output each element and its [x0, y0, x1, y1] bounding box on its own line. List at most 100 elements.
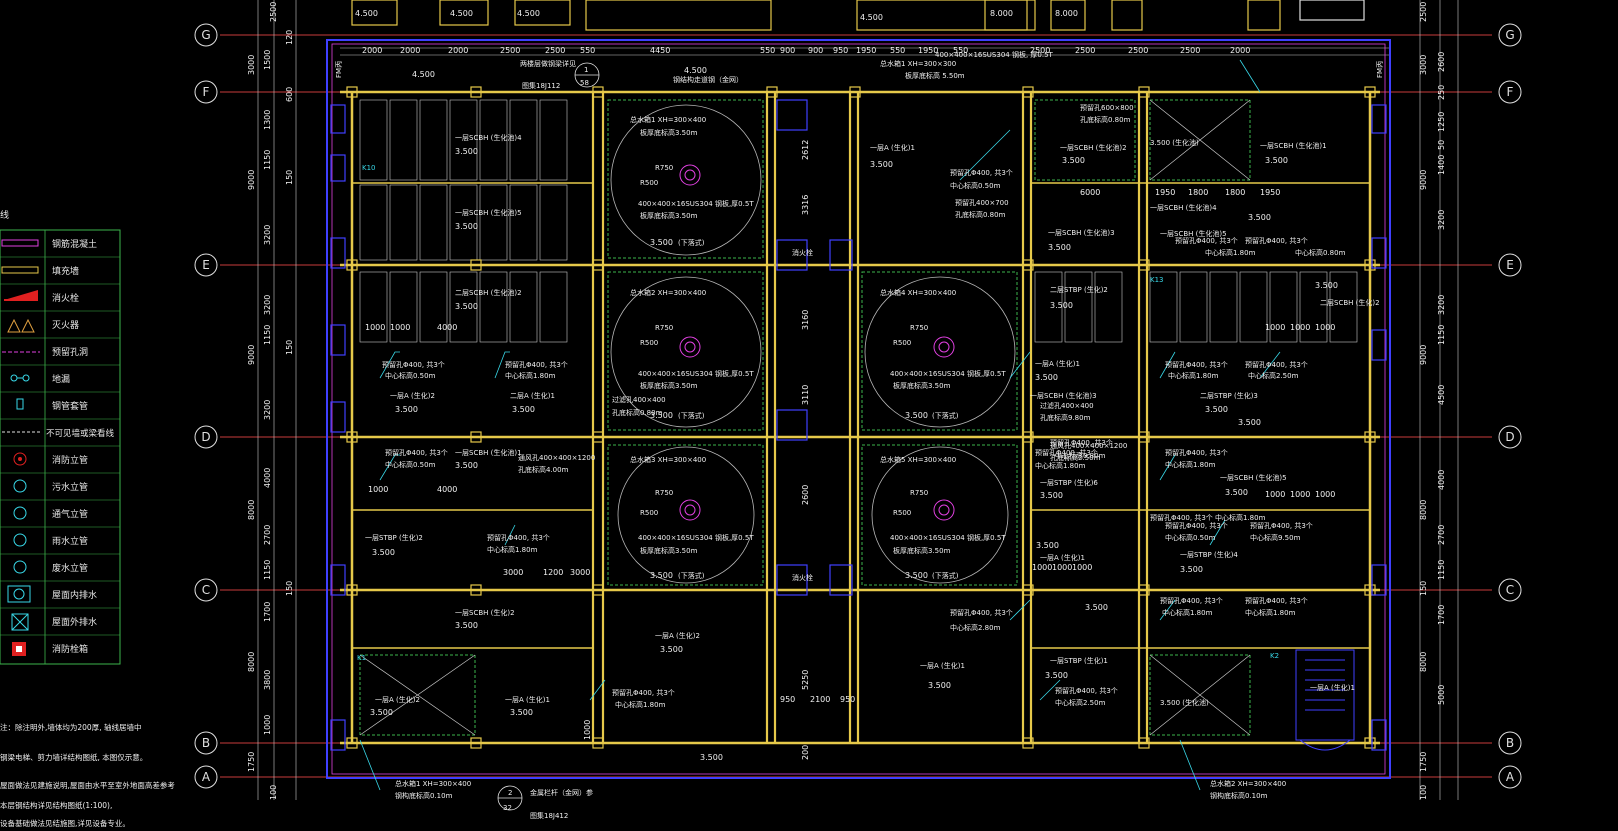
tag-fire-door: FM丙: [335, 61, 343, 78]
axis-label-f-right: F: [1507, 85, 1514, 99]
room-level: 3.500: [1248, 213, 1271, 222]
legend-item-label: 灭火器: [52, 320, 79, 331]
left-dim-8: 3200: [263, 225, 272, 245]
railing-ref-number: 2: [508, 789, 512, 797]
room-level: 3.500: [455, 461, 478, 470]
room-level: 3.500: [510, 708, 533, 717]
left-dim-13: 3200: [263, 400, 272, 420]
opening-callout: 预留孔Φ400, 共3个: [385, 448, 448, 457]
tank-name: (下落式): [678, 411, 705, 420]
left-dim-5: 1150: [263, 150, 272, 170]
right-dim-21: 1750: [1419, 752, 1428, 772]
room-level: 3.500: [512, 405, 535, 414]
room-name: 二层A (生化)1: [510, 391, 555, 400]
legend-item-label: 消防立管: [52, 454, 88, 466]
level-tag: 4.500: [684, 66, 707, 75]
left-dim-4: 1300: [263, 110, 272, 130]
opening-callout: 预留孔Φ400, 共3个: [612, 688, 675, 697]
tank-name: (下落式): [932, 411, 959, 420]
tank-name: (下落式): [678, 571, 705, 580]
tank-radius: R500: [640, 339, 658, 347]
tank-center-marks: [679, 164, 955, 521]
inner-dim: 1000: [365, 323, 385, 332]
room-level: 3.500: [660, 645, 683, 654]
fire-hydrant-icon: [4, 290, 38, 301]
inner-dim: 950: [780, 695, 795, 704]
stair-symbol: [1295, 649, 1355, 751]
room-name: 一层SCBH (生化池)5: [455, 208, 522, 217]
tank-spec: 400×400×16SUS304 钢板,厚0.5T: [638, 533, 754, 542]
opening-callout-elev: 中心标高1.80m: [1165, 460, 1216, 469]
inner-dim: 1000: [1315, 490, 1335, 499]
top-dim: 950: [833, 46, 848, 55]
opening-callout-elev: 中心标高2.50m: [1055, 698, 1106, 707]
room-level: 3.500: [1062, 156, 1085, 165]
inner-dim: 5250: [801, 670, 810, 690]
top-dim: 4450: [650, 46, 670, 55]
room-name: 一层A (生化)1: [1040, 553, 1085, 562]
inner-dim: 3000: [503, 568, 523, 577]
room-level: 3.500: [870, 160, 893, 169]
opening-callout: 预留孔Φ400, 共3个: [382, 360, 445, 369]
opening-callout: 预留孔Φ400, 共3个: [1160, 596, 1223, 605]
top-dim: 2000: [448, 46, 468, 55]
inner-dim: 1000: [583, 720, 592, 740]
inner-dim: 1000: [1290, 490, 1310, 499]
hole-callout-elev: 孔底标高2.50m: [1050, 453, 1101, 462]
opening-callout-elev: 中心标高1.80m: [1162, 608, 1213, 617]
detail-ref-note: 两楼层做钢梁详见: [520, 59, 576, 68]
room-level: 3.500: [1048, 243, 1071, 252]
opening-callout-elev: 中心标高0.50m: [1165, 533, 1216, 542]
opening-callout: 预留孔Φ400, 共3个: [1250, 521, 1313, 530]
room-level: 3.500: [928, 681, 951, 690]
inner-dim: 1000: [1265, 490, 1285, 499]
hole-callout: 过滤孔400×400: [612, 395, 666, 404]
note-line: 注：除注明外,墙体均为200厚, 轴线居墙中: [0, 722, 141, 732]
opening-callout: 预留孔Φ400, 共3个: [1165, 521, 1228, 530]
room-level: 3.500: [1205, 405, 1228, 414]
room-name: 二层SCBH (生化池)2: [455, 288, 522, 297]
opening-callout-elev: 中心标高0.80m: [1055, 451, 1106, 460]
left-dim-12: 9000: [247, 345, 256, 365]
tank-elev: 板厚底标高3.50m: [640, 381, 698, 390]
inner-dim: 1950: [1260, 188, 1280, 197]
left-dim-11: 1150: [263, 325, 272, 345]
inner-dim: 3000: [570, 568, 590, 577]
opening-callout: 预留孔Φ400, 共3个: [1150, 513, 1213, 522]
inner-dim: 1000: [368, 485, 388, 494]
room-level: 3.500: [455, 222, 478, 231]
internal-beams: [352, 182, 1370, 649]
right-dim-11: 9000: [1419, 345, 1428, 365]
steel-sleeve-icon: [16, 398, 24, 410]
left-dim-19: 1700: [263, 602, 272, 622]
hole-callout: 预留孔400×700: [955, 198, 1009, 207]
callouts: 预留孔Φ400, 共3个 中心标高0.50m 预留孔Φ400, 共3个 中心标高…: [382, 103, 1355, 820]
tag-k13: K13: [1150, 276, 1164, 284]
axis-label-c-right: C: [1506, 583, 1514, 597]
opening-callout: 预留孔Φ400, 共3个: [487, 533, 550, 542]
inner-dim: 3316: [801, 195, 810, 215]
room-level: 3.500: [1085, 603, 1108, 612]
tank-elev: 板厚底标高3.50m: [640, 211, 698, 220]
detail-bubbles: [497, 62, 600, 811]
tag-fire-door: FM丙: [1376, 61, 1384, 78]
tank-title: 总水箱1 XH=300×400: [630, 115, 706, 124]
tank-boxes: [359, 99, 1251, 736]
tank-height-top: 板厚底标高 5.50m: [905, 71, 965, 80]
detail-ref-sheet: 58: [580, 79, 589, 87]
room-level: 3.500: [1036, 541, 1059, 550]
opening-callout-elev: 中心标高1.80m: [1168, 371, 1219, 380]
right-dim-22: 100: [1419, 785, 1428, 800]
tank-elev: 板厚底标高3.50m: [893, 546, 951, 555]
axis-label-d-left: D: [201, 430, 210, 444]
axis-label-g-left: G: [201, 28, 210, 42]
opening-callout: 预留孔Φ400, 共3个: [950, 168, 1013, 177]
room-name: 一层SCBH (生化池)1: [1260, 141, 1327, 150]
vent-cross-boxes: [359, 99, 1251, 736]
building-outline: [326, 39, 1391, 779]
tank-name: (下落式): [932, 571, 959, 580]
room-level: 3.500: [1238, 418, 1261, 427]
right-dim-8: 3200: [1437, 210, 1446, 230]
detail-ref-atlas: 图集18J112: [522, 81, 560, 90]
